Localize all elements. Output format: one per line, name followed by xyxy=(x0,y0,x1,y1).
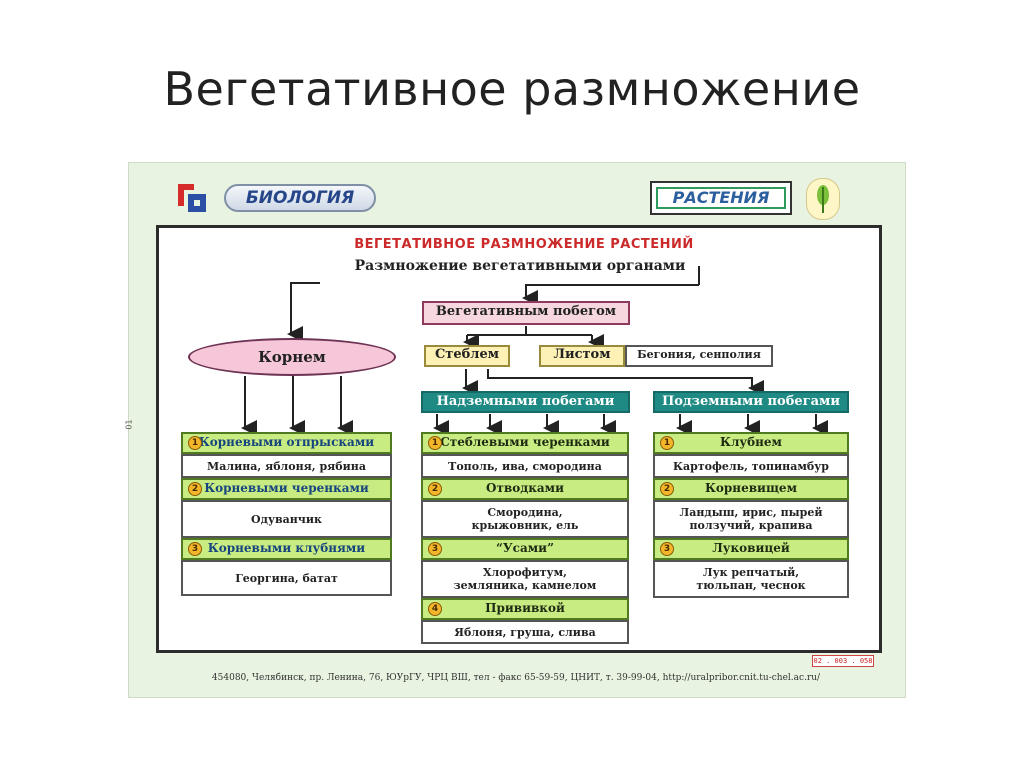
underground-method-examples: Картофель, топинамбур xyxy=(653,454,849,478)
step-number-badge: 1 xyxy=(188,436,202,450)
diagram-subtitle: Размножение вегетативными органами xyxy=(354,258,686,274)
aboveground-method-row: 4 Прививкой xyxy=(421,598,629,620)
root-method-examples: Малина, яблоня, рябина xyxy=(181,454,392,478)
underground-method-name: Луковицей xyxy=(712,541,790,555)
step-number-badge: 3 xyxy=(188,542,202,556)
underground-node: Подземными побегами xyxy=(653,391,849,413)
section-badge: РАСТЕНИЯ xyxy=(650,181,792,215)
slide-title: Вегетативное размножение xyxy=(163,62,861,116)
root-method-name: Корневыми клубнями xyxy=(207,541,366,555)
aboveground-method-examples: Яблоня, груша, слива xyxy=(421,620,629,644)
underground-method-examples: Ландыш, ирис, пырей ползучий, крапива xyxy=(653,500,849,538)
aboveground-method-name: “Усами” xyxy=(496,541,554,555)
shoot-node: Вегетативным побегом xyxy=(422,301,630,325)
aboveground-method-row: 1 Стеблевыми черенками xyxy=(421,432,629,454)
root-method-row: 3 Корневыми клубнями xyxy=(181,538,392,560)
root-method-examples: Георгина, батат xyxy=(181,560,392,596)
step-number-badge: 2 xyxy=(188,482,202,496)
step-number-badge: 2 xyxy=(428,482,442,496)
step-number-badge: 2 xyxy=(660,482,674,496)
brand-badge: БИОЛОГИЯ xyxy=(224,184,376,212)
aboveground-method-examples: Хлорофитум, земляника, камнелом xyxy=(421,560,629,598)
aboveground-method-row: 3 “Усами” xyxy=(421,538,629,560)
aboveground-node: Надземными побегами xyxy=(421,391,630,413)
aboveground-method-row: 2 Отводками xyxy=(421,478,629,500)
aboveground-method-name: Прививкой xyxy=(485,601,565,615)
underground-method-row: 3 Луковицей xyxy=(653,538,849,560)
underground-method-examples: Лук репчатый, тюльпан, чеснок xyxy=(653,560,849,598)
biology-logo-icon xyxy=(178,184,206,212)
underground-method-row: 1 Клубнем xyxy=(653,432,849,454)
underground-method-name: Корневищем xyxy=(704,481,797,495)
step-number-badge: 1 xyxy=(428,436,442,450)
underground-method-name: Клубнем xyxy=(720,435,782,449)
step-number-badge: 3 xyxy=(660,542,674,556)
leaf-emblem xyxy=(806,178,840,220)
root-node: Корнем xyxy=(188,338,396,376)
section-badge-label: РАСТЕНИЯ xyxy=(656,187,786,209)
diagram-title: ВЕГЕТАТИВНОЕ РАЗМНОЖЕНИЕ РАСТЕНИЙ xyxy=(354,237,694,252)
root-method-name: Корневыми отпрысками xyxy=(198,435,375,449)
leaf-examples: Бегония, сенполия xyxy=(625,345,773,367)
poster-footer: 454080, Челябинск, пр. Ленина, 76, ЮУрГУ… xyxy=(211,673,821,683)
leaf-icon xyxy=(817,185,829,213)
step-number-badge: 3 xyxy=(428,542,442,556)
root-method-row: 1 Корневыми отпрысками xyxy=(181,432,392,454)
step-number-badge: 1 xyxy=(660,436,674,450)
stem-node: Стеблем xyxy=(424,345,510,367)
underground-method-row: 2 Корневищем xyxy=(653,478,849,500)
step-number-badge: 4 xyxy=(428,602,442,616)
poster-code: 02 . 003 . 058 xyxy=(812,655,874,667)
side-code: 01 xyxy=(124,419,134,430)
aboveground-method-examples: Смородина, крыжовник, ель xyxy=(421,500,629,538)
aboveground-method-name: Отводками xyxy=(486,481,564,495)
aboveground-method-examples: Тополь, ива, смородина xyxy=(421,454,629,478)
root-method-examples: Одуванчик xyxy=(181,500,392,538)
aboveground-method-name: Стеблевыми черенками xyxy=(440,435,610,449)
root-method-row: 2 Корневыми черенками xyxy=(181,478,392,500)
leaf-node: Листом xyxy=(539,345,625,367)
root-method-name: Корневыми черенками xyxy=(204,481,369,495)
